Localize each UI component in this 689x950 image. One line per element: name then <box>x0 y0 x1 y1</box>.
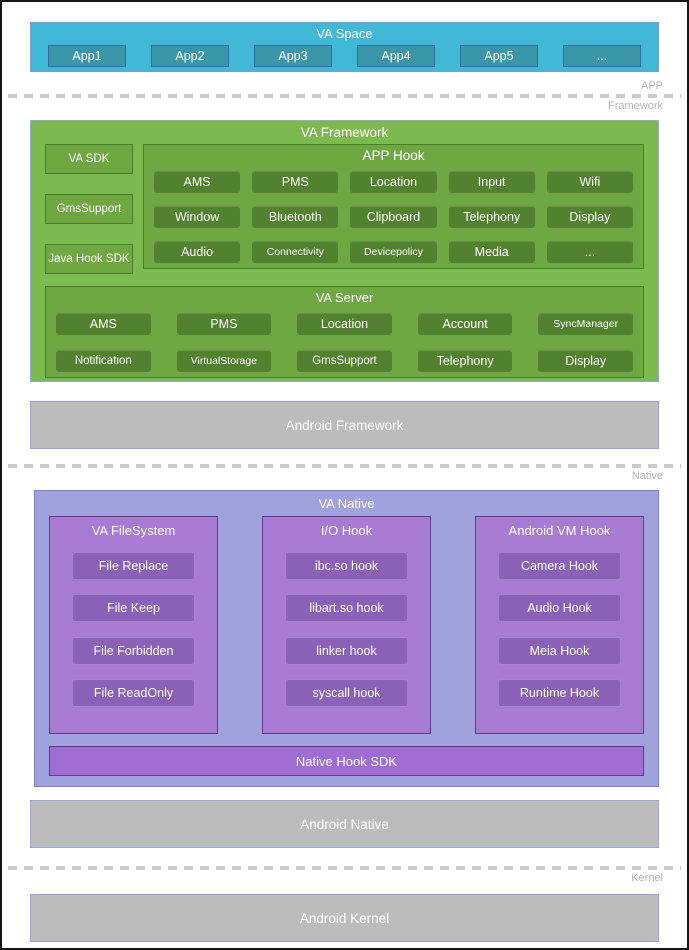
va-filesystem-items: File Replace File Keep File Forbidden Fi… <box>62 538 205 721</box>
va-native-container: VA Native VA FileSystem File Replace Fil… <box>34 490 659 787</box>
app-hook-item-bluetooth: Bluetooth <box>252 206 339 228</box>
app-hook-item-audio: Audio <box>154 241 241 263</box>
file-forbidden-box: File Forbidden <box>72 636 195 665</box>
app-hook-item-pms: PMS <box>252 171 339 193</box>
io-hook-title: I/O Hook <box>320 523 373 538</box>
app-chip-4: App4 <box>357 45 435 67</box>
native-hook-sdk-bar: Native Hook SDK <box>49 746 644 776</box>
file-replace-box: File Replace <box>72 552 195 581</box>
app-hook-item-clipboard: Clipboard <box>350 206 437 228</box>
dashed-line <box>8 464 681 468</box>
linker-hook-box: linker hook <box>285 636 408 665</box>
android-vm-hook-items: Camera Hook Audio Hook Meia Hook Runtime… <box>488 538 631 721</box>
va-framework-body: VA SDK GmsSupport Java Hook SDK APP Hook… <box>45 144 644 274</box>
app-hook-item-input: Input <box>448 171 535 193</box>
app-chip-5: App5 <box>460 45 538 67</box>
app-hook-item-connectivity: Connectivity <box>252 241 339 263</box>
va-server-item-account: Account <box>417 313 513 335</box>
va-server-item-pms: PMS <box>176 313 272 335</box>
app-hook-item-telephony: Telephony <box>448 206 535 228</box>
meia-hook-box: Meia Hook <box>498 636 621 665</box>
dashed-line <box>8 94 681 98</box>
app-hook-grid: AMS PMS Location Input Wifi Window Bluet… <box>154 171 633 263</box>
layer-label-native: Native <box>631 470 663 482</box>
app-chip-3: App3 <box>254 45 332 67</box>
syscall-hook-box: syscall hook <box>285 678 408 707</box>
app-hook-title: APP Hook <box>362 148 425 163</box>
dashed-line <box>8 866 681 870</box>
android-framework-bar: Android Framework <box>30 401 659 449</box>
app-hook-item-media: Media <box>448 241 535 263</box>
android-vm-hook-column: Android VM Hook Camera Hook Audio Hook M… <box>475 516 644 734</box>
io-hook-column: I/O Hook ibc.so hook libart.so hook link… <box>262 516 431 734</box>
android-vm-hook-title: Android VM Hook <box>508 523 611 538</box>
app-hook-item-location: Location <box>350 171 437 193</box>
va-server-item-telephony: Telephony <box>417 350 513 372</box>
va-server-item-location: Location <box>297 313 392 335</box>
app-chip-more: ... <box>563 45 641 67</box>
va-space-apps-row: App1 App2 App3 App4 App5 ... <box>31 41 658 67</box>
audio-hook-box: Audio Hook <box>498 594 621 623</box>
file-keep-box: File Keep <box>72 594 195 623</box>
camera-hook-box: Camera Hook <box>498 552 621 581</box>
layer-label-app: APP <box>640 80 663 92</box>
va-server-container: VA Server AMS PMS Location Account SyncM… <box>45 286 644 378</box>
va-server-item-virtualstorage: VirtualStorage <box>176 350 272 372</box>
va-framework-title: VA Framework <box>300 125 389 140</box>
va-framework-side-column: VA SDK GmsSupport Java Hook SDK <box>45 144 133 274</box>
io-hook-items: ibc.so hook libart.so hook linker hook s… <box>275 538 418 721</box>
divider-framework-native: Native <box>8 464 681 482</box>
java-hook-sdk-box: Java Hook SDK <box>45 244 133 274</box>
app-hook-item-more: ... <box>546 241 633 263</box>
va-server-grid: AMS PMS Location Account SyncManager Not… <box>56 313 633 372</box>
va-server-item-notification: Notification <box>56 350 151 372</box>
divider-app-framework: APP Framework <box>8 80 681 112</box>
va-server-item-display: Display <box>538 350 633 372</box>
va-space-container: VA Space App1 App2 App3 App4 App5 ... <box>30 22 659 72</box>
app-hook-item-devicepolicy: Devicepolicy <box>350 241 437 263</box>
app-chip-1: App1 <box>48 45 126 67</box>
app-chip-2: App2 <box>151 45 229 67</box>
va-sdk-box: VA SDK <box>45 144 133 174</box>
app-hook-item-window: Window <box>154 206 241 228</box>
va-server-item-gmssupport: GmsSupport <box>297 350 392 372</box>
va-native-title: VA Native <box>318 496 375 511</box>
app-hook-item-display: Display <box>546 206 633 228</box>
android-kernel-bar: Android Kernel <box>30 894 659 942</box>
ibc-so-hook-box: ibc.so hook <box>285 552 408 581</box>
layer-label-framework: Framework <box>607 100 663 112</box>
app-hook-container: APP Hook AMS PMS Location Input Wifi Win… <box>143 144 644 269</box>
va-filesystem-column: VA FileSystem File Replace File Keep Fil… <box>49 516 218 734</box>
gms-support-box: GmsSupport <box>45 194 133 224</box>
app-hook-item-wifi: Wifi <box>546 171 633 193</box>
divider-native-kernel: Kernel <box>8 866 681 884</box>
va-space-title: VA Space <box>316 26 373 41</box>
layer-label-kernel: Kernel <box>631 872 663 884</box>
va-server-title: VA Server <box>315 290 374 305</box>
va-filesystem-title: VA FileSystem <box>91 523 176 538</box>
runtime-hook-box: Runtime Hook <box>498 678 621 707</box>
app-hook-item-ams: AMS <box>154 171 241 193</box>
va-server-item-ams: AMS <box>56 313 151 335</box>
android-native-bar: Android Native <box>30 800 659 848</box>
va-framework-container: VA Framework VA SDK GmsSupport Java Hook… <box>30 120 659 382</box>
file-readonly-box: File ReadOnly <box>72 678 195 707</box>
libart-so-hook-box: libart.so hook <box>285 594 408 623</box>
va-server-item-syncmanager: SyncManager <box>538 313 633 335</box>
va-native-columns: VA FileSystem File Replace File Keep Fil… <box>49 516 644 734</box>
